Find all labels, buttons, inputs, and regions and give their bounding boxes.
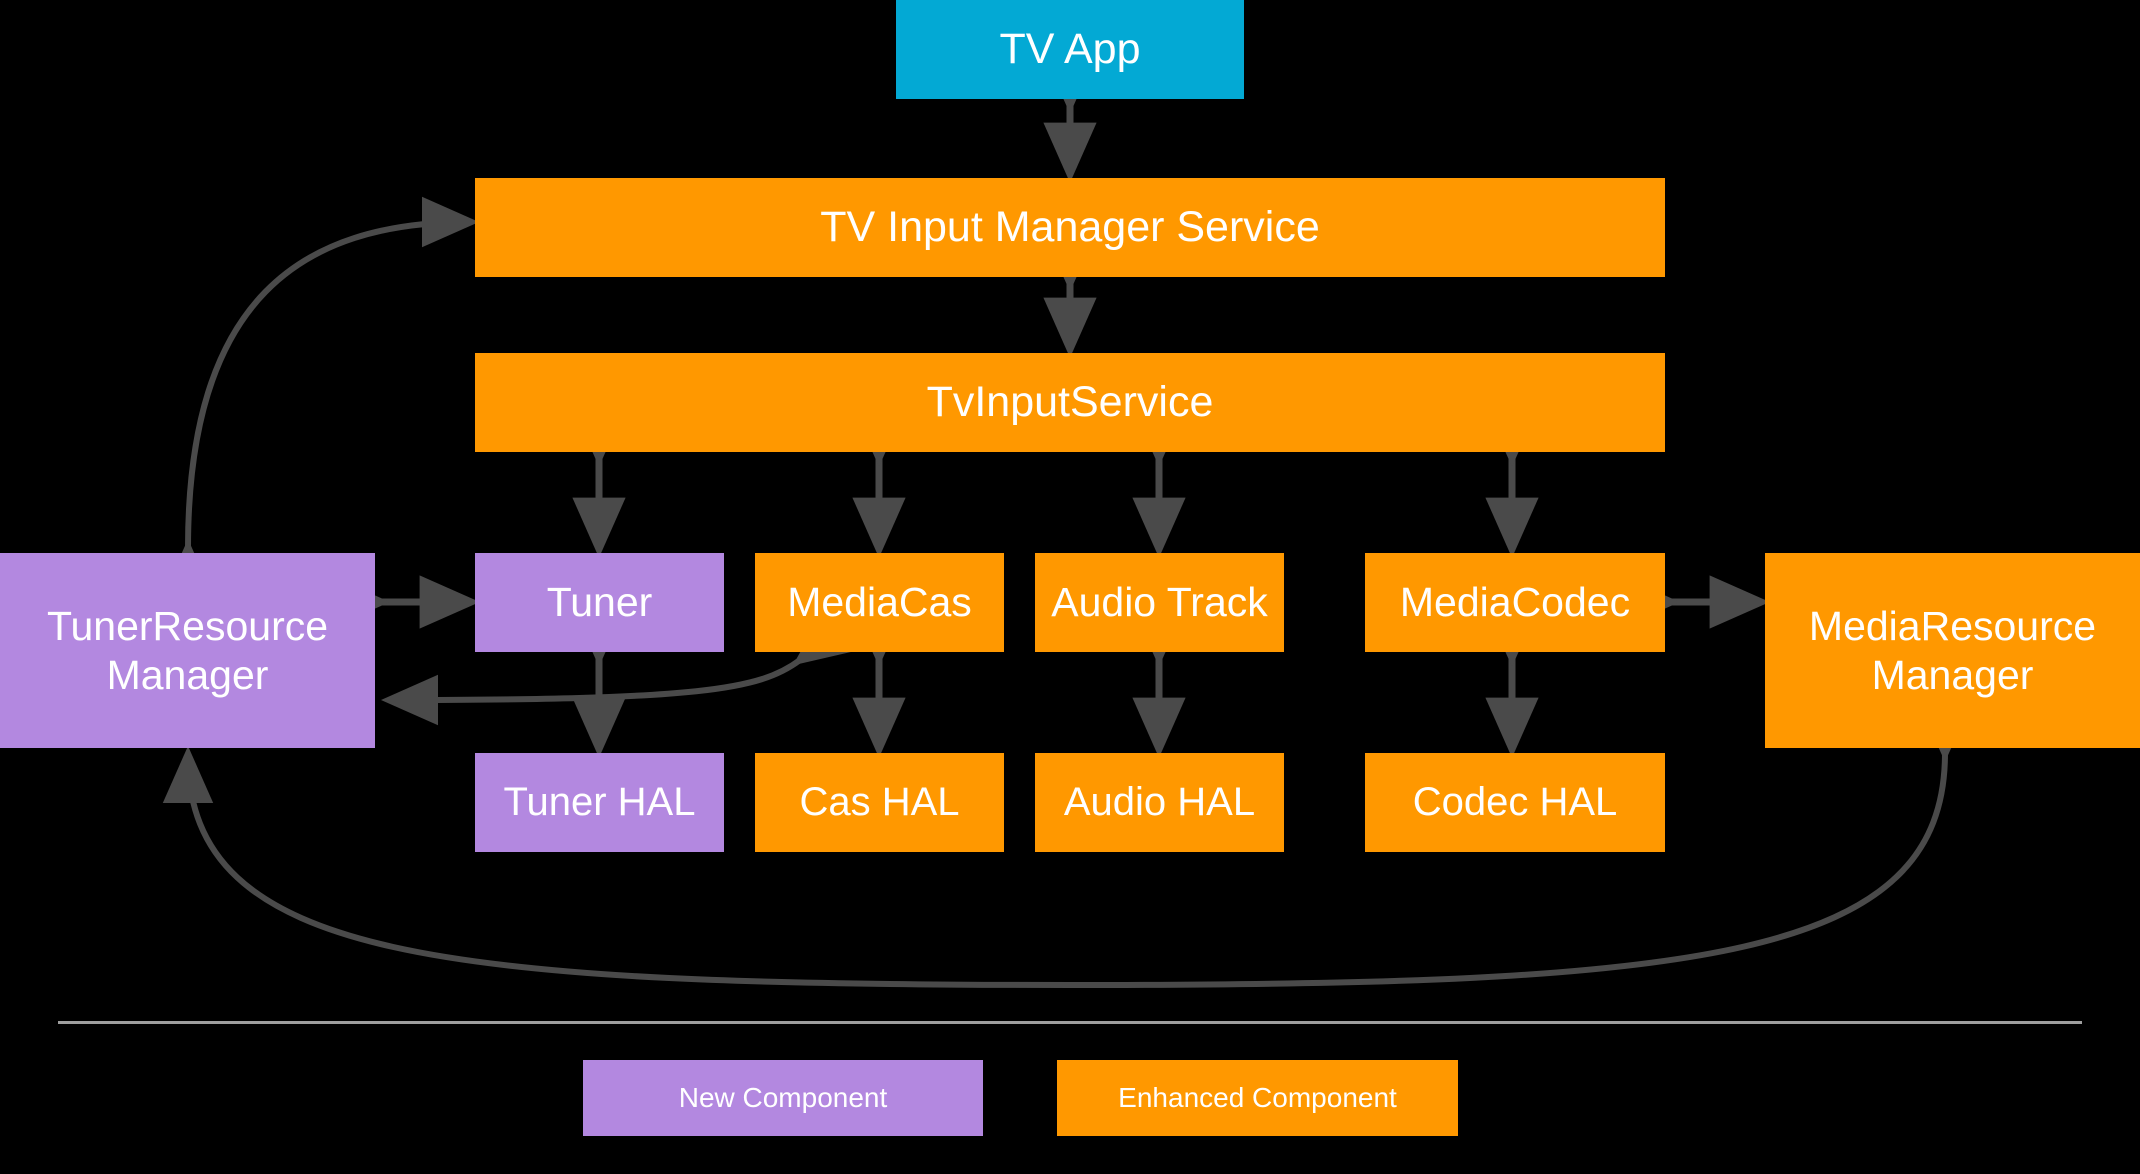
node-label: TV App (999, 25, 1141, 74)
node-label: Codec HAL (1412, 779, 1618, 824)
node-tuner-hal[interactable]: Tuner HAL (475, 753, 724, 852)
node-audio-track[interactable]: Audio Track (1035, 553, 1284, 652)
node-label: Audio HAL (1063, 779, 1256, 824)
node-media-codec[interactable]: MediaCodec (1365, 553, 1665, 652)
connector-mediacas-to-trm-curve (381, 611, 854, 726)
node-tuner-resource-manager[interactable]: TunerResource Manager (0, 553, 375, 748)
legend-swatch-new-component: New Component (583, 1060, 983, 1136)
node-tv-input-service[interactable]: TvInputService (475, 353, 1665, 452)
node-cas-hal[interactable]: Cas HAL (755, 753, 1004, 852)
node-media-resource-manager[interactable]: MediaResource Manager (1765, 553, 2140, 748)
node-label: Tuner HAL (503, 779, 696, 824)
legend-label: Enhanced Component (1118, 1082, 1397, 1114)
legend-swatch-enhanced-component: Enhanced Component (1057, 1060, 1458, 1136)
node-label: TunerResource Manager (46, 603, 329, 698)
node-label: Cas HAL (799, 779, 960, 824)
node-media-cas[interactable]: MediaCas (755, 553, 1004, 652)
node-label: MediaCas (787, 579, 972, 626)
node-audio-hal[interactable]: Audio HAL (1035, 753, 1284, 852)
node-tv-input-manager-service[interactable]: TV Input Manager Service (475, 178, 1665, 277)
legend-divider (58, 1021, 2082, 1024)
node-label: MediaCodec (1399, 579, 1631, 626)
node-tuner[interactable]: Tuner (475, 553, 724, 652)
node-label: Tuner (546, 579, 653, 626)
node-label: Audio Track (1051, 579, 1268, 626)
legend-label: New Component (678, 1082, 888, 1114)
node-label: MediaResource Manager (1808, 603, 2097, 698)
node-codec-hal[interactable]: Codec HAL (1365, 753, 1665, 852)
node-label: TvInputService (926, 378, 1214, 427)
connector-trm-to-tims-curve (162, 196, 479, 597)
node-tv-app[interactable]: TV App (896, 0, 1244, 99)
node-label: TV Input Manager Service (820, 203, 1320, 252)
